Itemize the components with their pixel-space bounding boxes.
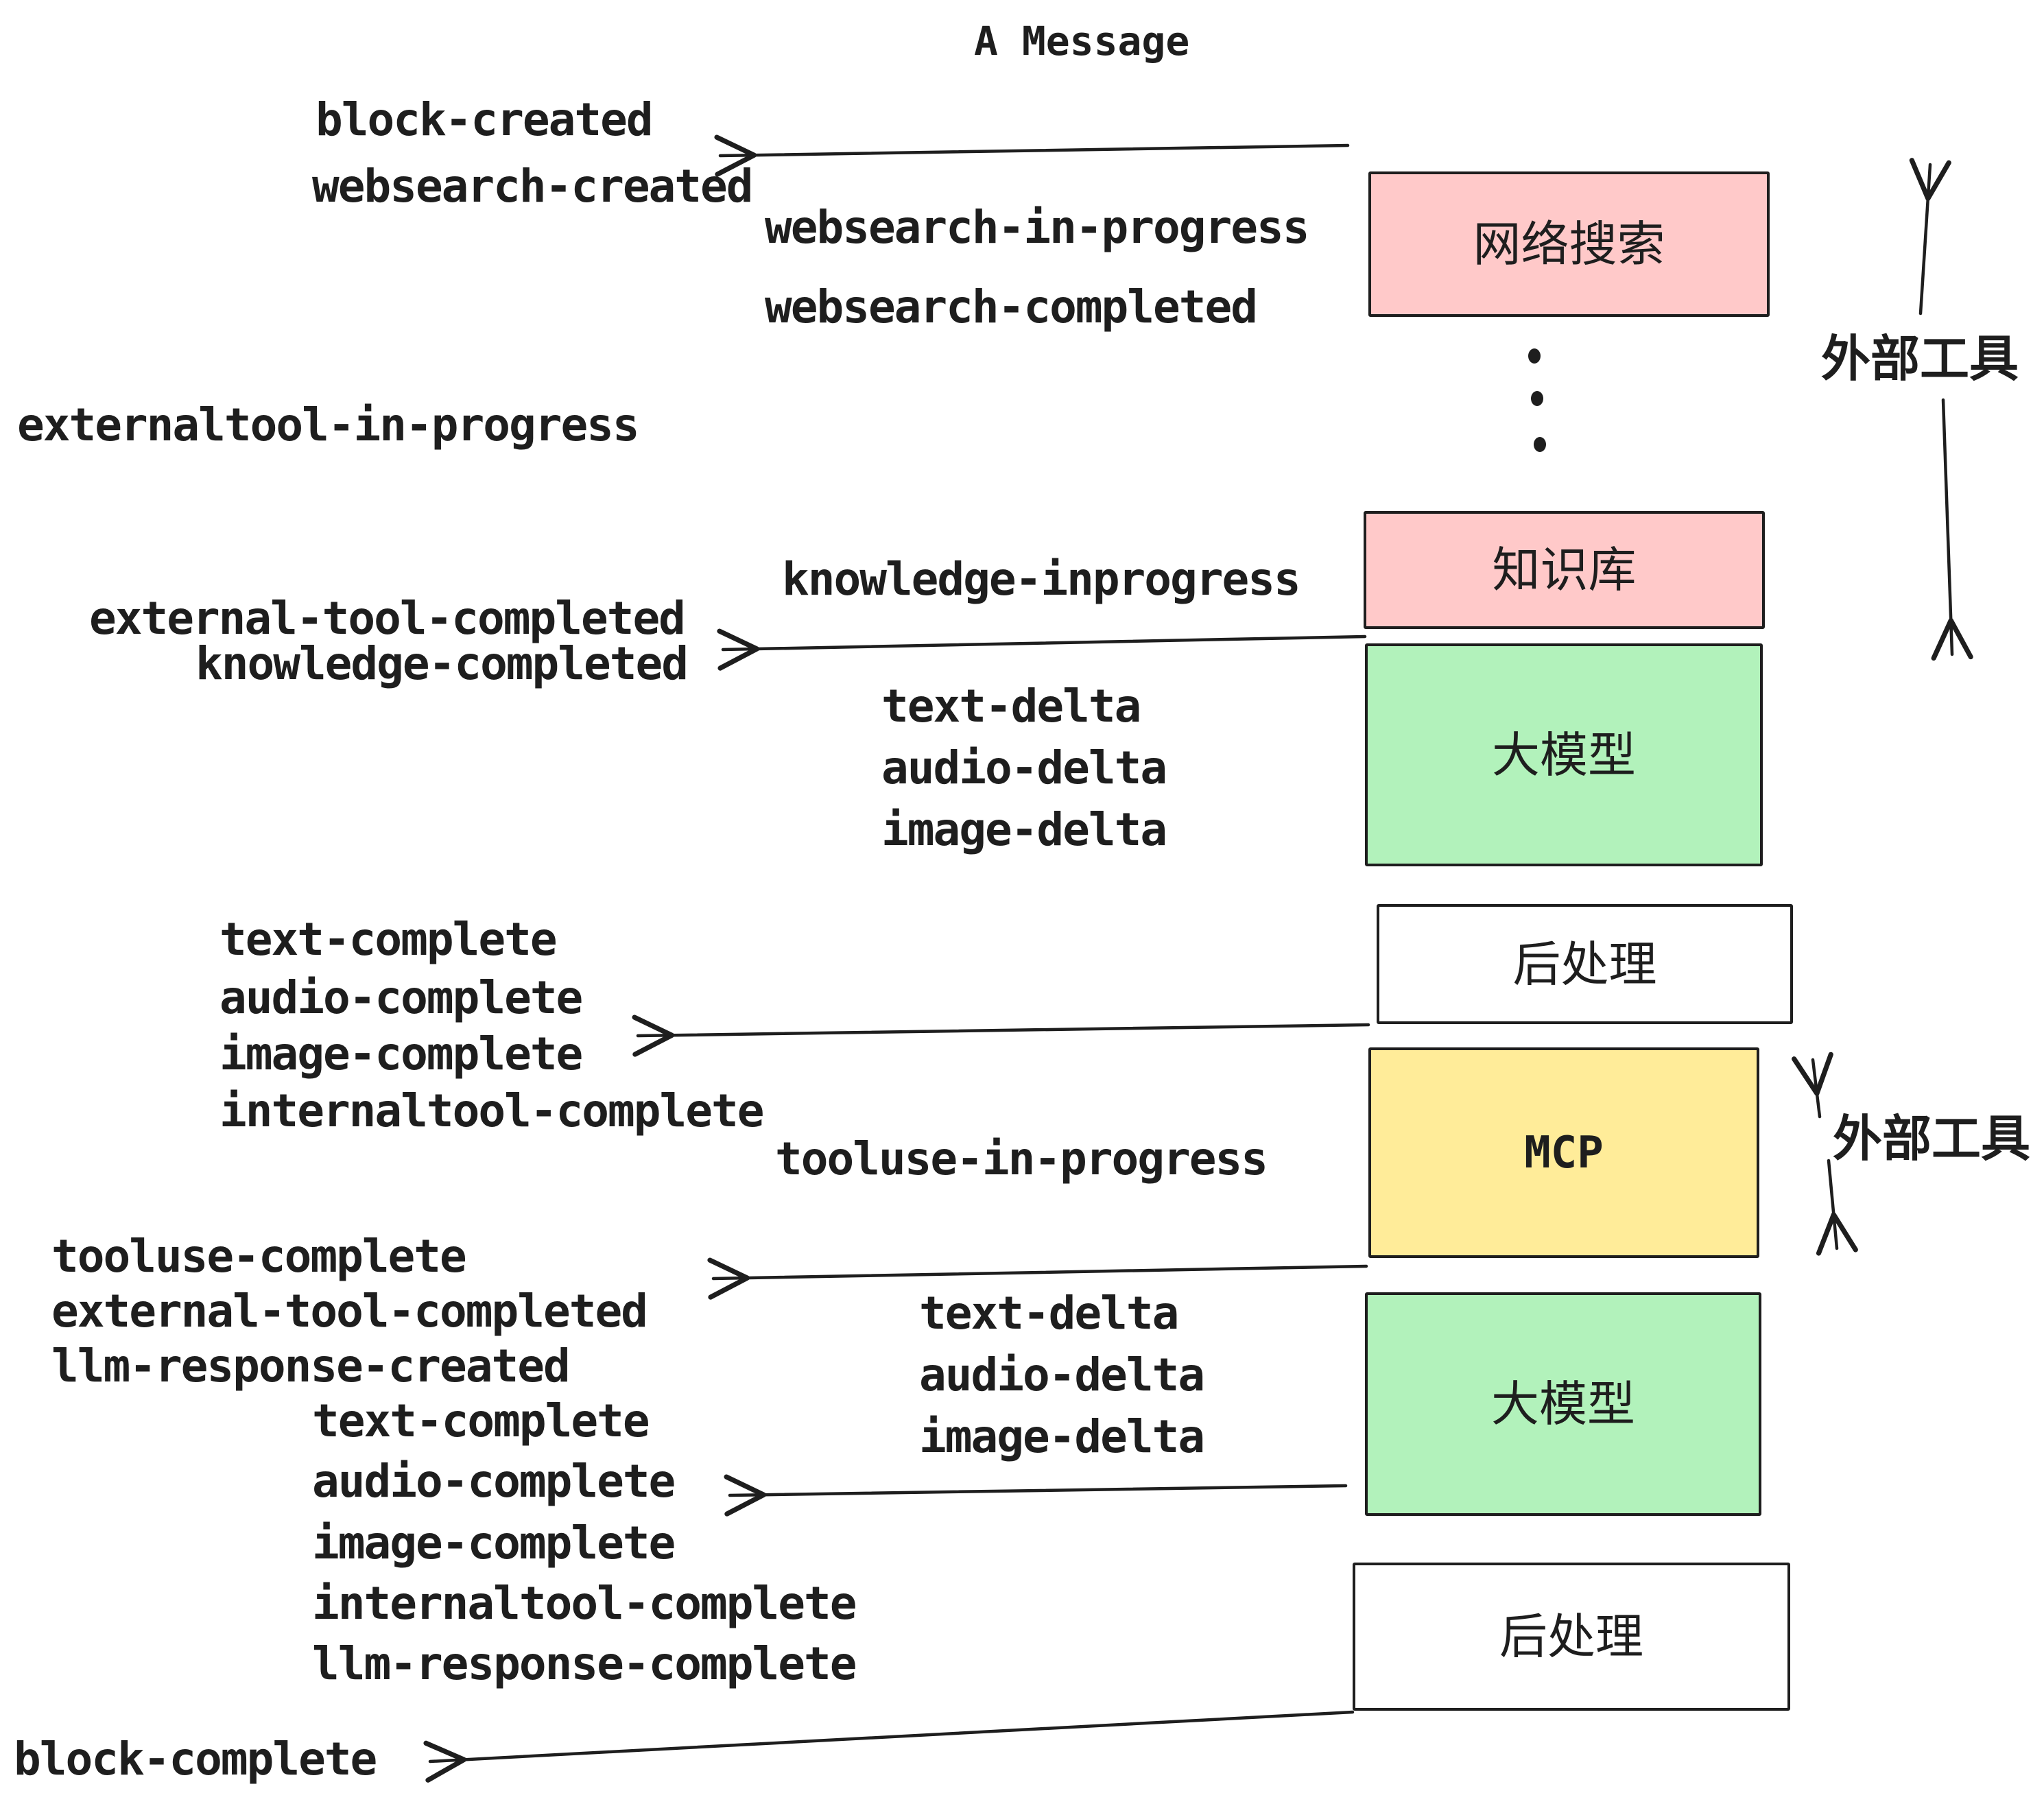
box-postprocess-1: 后处理 bbox=[1377, 904, 1793, 1024]
event-image-delta-2: image-delta bbox=[919, 1410, 1205, 1463]
arrow-to-audio-complete bbox=[724, 1474, 1348, 1517]
box-knowledge: 知识库 bbox=[1364, 511, 1765, 629]
event-knowledge-completed: knowledge-completed bbox=[195, 637, 689, 690]
box-postprocess-2-label: 后处理 bbox=[1499, 1609, 1643, 1665]
event-websearch-created: websearch-created bbox=[312, 160, 754, 213]
event-knowledge-inprogress: knowledge-inprogress bbox=[782, 553, 1301, 606]
event-image-complete-1: image-complete bbox=[219, 1028, 583, 1080]
event-tooluse-in-progress: tooluse-in-progress bbox=[775, 1132, 1268, 1185]
box-mcp-label: MCP bbox=[1524, 1127, 1604, 1178]
box-llm-1-label: 大模型 bbox=[1492, 726, 1636, 783]
box-llm-1: 大模型 bbox=[1365, 643, 1763, 866]
arrow-to-block-complete bbox=[423, 1710, 1355, 1783]
event-text-delta-1: text-delta bbox=[881, 680, 1141, 733]
event-tooluse-complete: tooluse-complete bbox=[51, 1230, 467, 1283]
event-internaltool-complete-1: internaltool-complete bbox=[219, 1084, 764, 1137]
box-websearch-label: 网络搜索 bbox=[1473, 216, 1665, 272]
event-websearch-completed: websearch-completed bbox=[765, 281, 1258, 333]
event-externaltool-in-progress: externaltool-in-progress bbox=[17, 399, 640, 451]
external-tools-top-up-arrow bbox=[1909, 158, 1951, 316]
box-postprocess-2: 后处理 bbox=[1353, 1563, 1790, 1711]
external-tools-bottom-label: 外部工具 bbox=[1833, 1110, 2031, 1167]
external-tools-top-label: 外部工具 bbox=[1821, 330, 2019, 388]
event-external-tool-completed-2: external-tool-completed bbox=[51, 1285, 648, 1338]
box-llm-2-label: 大模型 bbox=[1491, 1376, 1635, 1432]
event-websearch-in-progress: websearch-in-progress bbox=[765, 201, 1309, 254]
event-audio-delta-2: audio-delta bbox=[919, 1349, 1205, 1401]
event-external-tool-completed-1: external-tool-completed bbox=[89, 592, 686, 645]
event-text-complete-2: text-complete bbox=[312, 1394, 650, 1447]
external-tools-bottom-up-arrow bbox=[1792, 1052, 1833, 1119]
event-internaltool-complete-2: internaltool-complete bbox=[312, 1577, 857, 1630]
box-websearch: 网络搜索 bbox=[1368, 171, 1770, 317]
event-block-created: block-created bbox=[316, 93, 654, 146]
event-llm-response-created: llm-response-created bbox=[51, 1340, 571, 1392]
external-tools-bottom-down-arrow bbox=[1816, 1159, 1858, 1256]
event-image-complete-2: image-complete bbox=[312, 1517, 676, 1569]
external-tools-top-down-arrow bbox=[1931, 398, 1973, 661]
event-audio-complete-1: audio-complete bbox=[219, 971, 583, 1024]
box-knowledge-label: 知识库 bbox=[1492, 542, 1637, 598]
event-audio-complete-2: audio-complete bbox=[312, 1455, 676, 1508]
event-image-delta-1: image-delta bbox=[881, 803, 1167, 856]
event-llm-response-complete: llm-response-complete bbox=[312, 1637, 857, 1690]
arrow-to-image-complete bbox=[632, 1014, 1370, 1057]
event-audio-delta-1: audio-delta bbox=[881, 741, 1167, 794]
event-text-delta-2: text-delta bbox=[919, 1287, 1179, 1340]
arrow-to-knowledge-completed bbox=[717, 628, 1367, 671]
arrow-to-tooluse-complete bbox=[707, 1257, 1368, 1300]
box-postprocess-1-label: 后处理 bbox=[1512, 936, 1657, 993]
ellipsis-dots bbox=[1528, 348, 1546, 452]
box-llm-2: 大模型 bbox=[1365, 1292, 1761, 1516]
box-mcp: MCP bbox=[1368, 1047, 1759, 1258]
event-text-complete-1: text-complete bbox=[219, 913, 558, 966]
event-block-complete: block-complete bbox=[14, 1733, 377, 1785]
diagram-title: A Message bbox=[974, 18, 1190, 64]
arrow-to-websearch-created bbox=[714, 134, 1350, 177]
